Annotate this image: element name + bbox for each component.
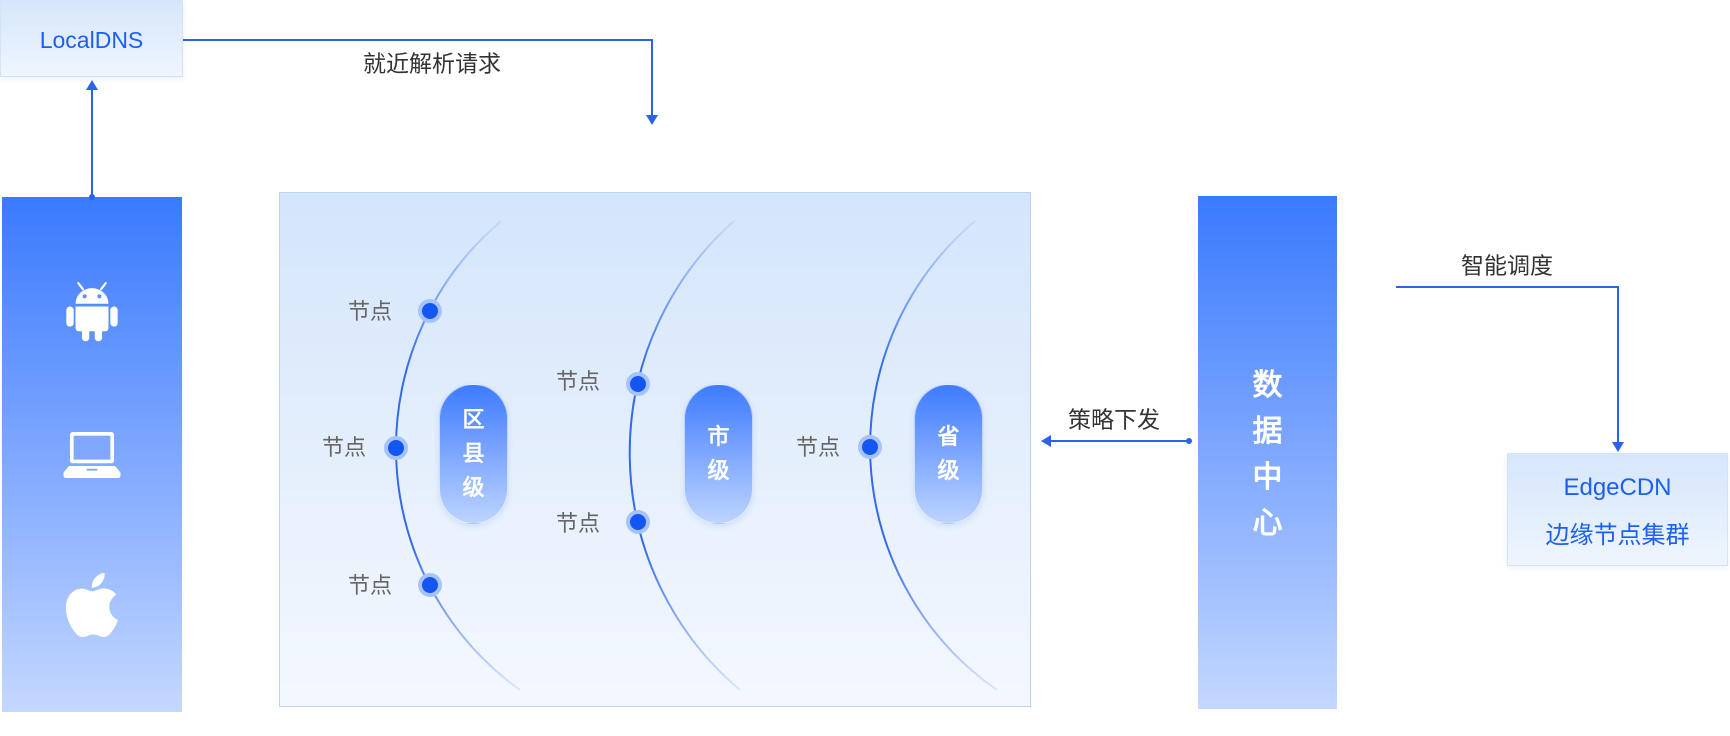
arrowhead-down [1612,442,1624,452]
province-tier-pill: 省级 [914,384,983,524]
node-label: 节点 [555,369,601,394]
smart-scheduling-label: 智能调度 [1461,252,1553,279]
localdns-box: LocalDNS [0,0,183,77]
node-label: 节点 [555,511,601,536]
resolve-request-label: 就近解析请求 [363,50,501,77]
laptop-icon [63,430,121,480]
apple-icon [54,567,131,644]
smart-scheduling-arrow [1396,286,1624,452]
node-label: 节点 [347,299,393,324]
arrowhead-down [646,115,658,125]
edgecdn-subtitle: 边缘节点集群 [1545,521,1690,549]
clients-to-localdns-arrow [86,80,98,200]
android-icon [65,282,120,343]
arrowhead-left [1041,435,1051,447]
policy-dispatch-label: 策略下发 [1068,406,1160,433]
policy-dispatch-arrow [1041,435,1192,447]
province-tier-label: 省级 [937,424,960,483]
edgecdn-box: EdgeCDN 边缘节点集群 [1507,453,1728,566]
edgecdn-title: EdgeCDN [1563,473,1672,501]
node-label: 节点 [795,435,841,460]
data-center-label: 数据中心 [1252,368,1283,540]
district-tier-pill: 区县级 [439,384,508,524]
district-tier-label: 区县级 [462,407,485,500]
client-devices-panel [2,197,182,712]
node-label: 节点 [321,435,367,460]
data-center-panel: 数据中心 [1198,196,1337,709]
arrowhead-up [86,80,98,90]
node-label: 节点 [347,573,393,598]
localdns-label: LocalDNS [39,27,144,53]
city-tier-label: 市级 [707,424,730,483]
city-tier-pill: 市级 [684,384,753,524]
